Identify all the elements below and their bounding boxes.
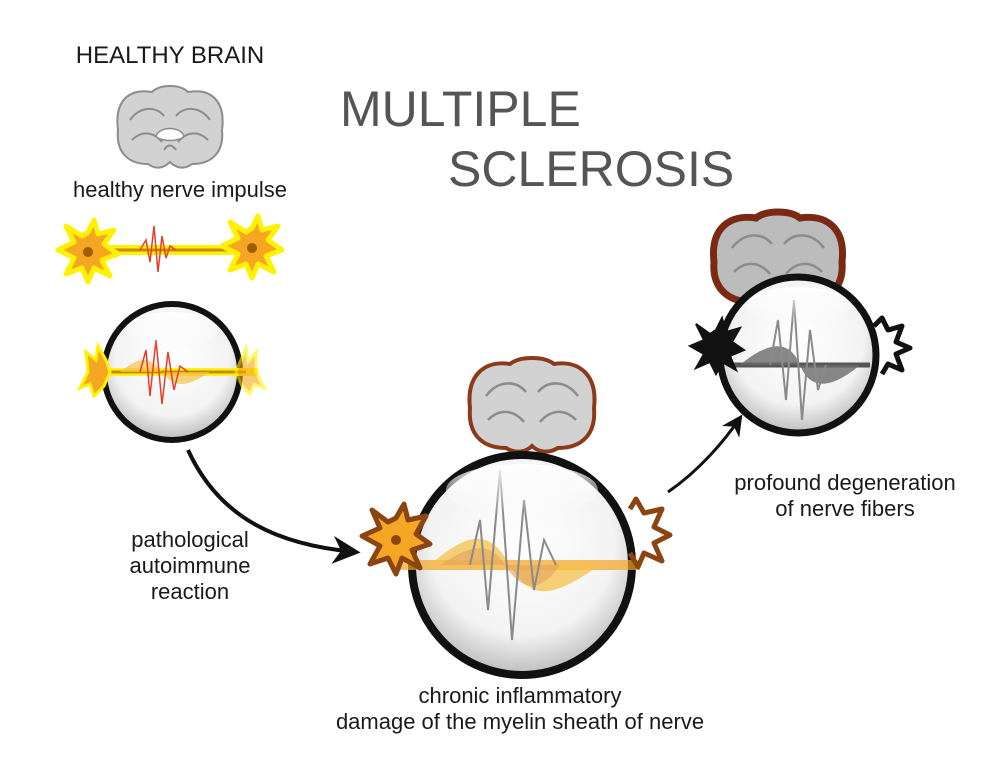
healthy-neuron-pair [55, 213, 285, 285]
inflamed-neuron-right [627, 496, 673, 570]
pathological-reaction-label: pathological autoimmune reaction [60, 527, 320, 605]
degenerated-neuron-left [687, 315, 747, 377]
healthy-brain-label: HEALTHY BRAIN [75, 42, 265, 69]
degenerated-neuron-right [872, 315, 913, 376]
healthy-neuron-right [219, 213, 285, 281]
pathological-line-1: pathological [131, 527, 249, 552]
healthy-brain-icon [116, 85, 224, 169]
inflamed-brain-icon [467, 356, 597, 454]
profound-line-2: of nerve fibers [775, 496, 915, 521]
chronic-line-1: chronic inflammatory [418, 683, 622, 708]
chronic-damage-label: chronic inflammatory damage of the myeli… [280, 683, 760, 735]
chronic-line-2: damage of the myelin sheath of nerve [335, 709, 705, 734]
healthy-neuron-left [55, 217, 121, 285]
title-line-1: MULTIPLE [340, 81, 581, 137]
title-line-2: SCLEROSIS [448, 141, 735, 197]
healthy-lens [76, 301, 268, 443]
healthy-impulse-signal [139, 225, 177, 273]
arrow-to-profound [667, 414, 743, 494]
inflamed-neuron-left [359, 501, 433, 577]
pathological-line-2: autoimmune [129, 553, 251, 578]
arrow-to-chronic [186, 449, 361, 564]
profound-line-1: profound degeneration [734, 470, 956, 495]
inflamed-lens [359, 451, 673, 679]
degenerated-lens [687, 273, 913, 437]
pathological-line-3: reaction [150, 579, 230, 604]
profound-degeneration-label: profound degeneration of nerve fibers [700, 470, 990, 522]
healthy-impulse-label: healthy nerve impulse [72, 177, 287, 202]
